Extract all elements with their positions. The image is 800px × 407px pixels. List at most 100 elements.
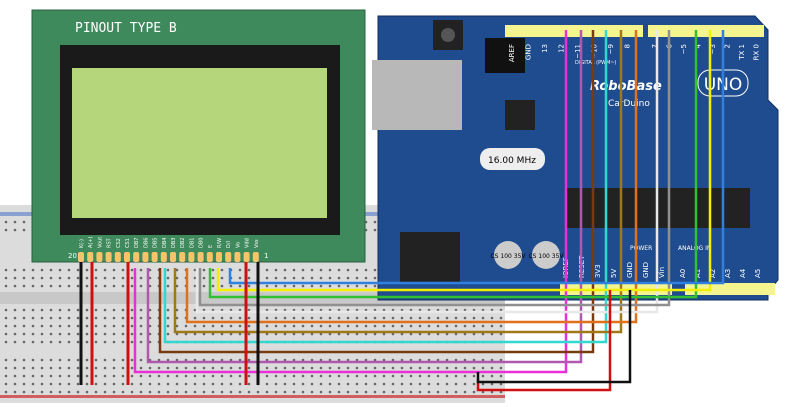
- analog-header: [685, 283, 775, 295]
- svg-text:CS 100 35V: CS 100 35V: [490, 253, 526, 260]
- lcd-pin: [96, 252, 103, 262]
- capacitor: [532, 241, 560, 269]
- svg-text:POWER: POWER: [630, 245, 652, 252]
- svg-text:ANALOG IN: ANALOG IN: [678, 245, 711, 252]
- wires: [79, 30, 725, 392]
- arduino-pin-label: ~10: [591, 44, 599, 59]
- lcd-pin: [188, 252, 195, 262]
- lcd-pin-label: D/I: [226, 241, 232, 248]
- lcd-title: PINOUT TYPE B: [75, 21, 177, 36]
- lcd-pin: [151, 252, 158, 262]
- lcd-pin: [216, 252, 222, 262]
- lcd-pin-label: Vdd: [245, 238, 251, 248]
- usb-port: [372, 60, 462, 130]
- lcd-pin-label: DB1: [189, 238, 195, 248]
- lcd-pin: [78, 252, 84, 262]
- lcd-screen: [72, 68, 327, 218]
- lcd-pin-label: Vout: [97, 237, 103, 248]
- arduino-pin-label: ~11: [574, 44, 582, 59]
- lcd-pin-label: K(-): [79, 239, 85, 248]
- arduino-pin-label: 3V3: [594, 264, 602, 278]
- arduino-pin-label: Vin: [658, 267, 666, 278]
- crystal-label: 16.00 MHz: [488, 156, 536, 166]
- lcd-pin: [170, 252, 176, 262]
- wire: [195, 30, 659, 314]
- reset-button: [441, 28, 455, 42]
- digital-header-left: [505, 25, 643, 37]
- lcd-pin-label: R/W: [217, 238, 223, 248]
- arduino-pin-label: 8: [624, 44, 632, 48]
- lcd-pin: [197, 252, 204, 262]
- wire: [198, 30, 671, 307]
- arduino-pin-label: 5V: [610, 269, 618, 278]
- arduino-pin-label: A1: [694, 269, 702, 278]
- lcd-pin: [114, 252, 121, 262]
- lcd-pin-label: DB6: [143, 238, 149, 248]
- arduino-pin-label: 7: [651, 44, 659, 48]
- arduino-pin-label: A0: [679, 269, 687, 278]
- wire: [163, 30, 608, 344]
- wire: [158, 30, 595, 354]
- lcd-pin: [160, 252, 167, 262]
- wire: [216, 30, 712, 292]
- lcd-pin-label: DB0: [199, 238, 205, 248]
- arduino-pin-label: 2: [724, 44, 732, 48]
- lcd-pin: [243, 252, 250, 262]
- lcd-pin: [252, 252, 259, 262]
- wire: [228, 30, 725, 285]
- lcd-pin: [87, 252, 94, 262]
- lcd-pin-label: DB3: [171, 238, 177, 248]
- power-jack: [400, 232, 460, 282]
- wire: [185, 30, 638, 324]
- lcd-pin-label: DB5: [153, 238, 159, 248]
- svg-text:DIGITAL (PWM~): DIGITAL (PWM~): [575, 60, 617, 66]
- capacitor: [494, 241, 522, 269]
- arduino-pin-label: A2: [709, 269, 717, 278]
- arduino-board: 16.00 MHz CS 100 35V CS 100 35V RoboBase…: [372, 15, 779, 301]
- arduino-pin-label: TX 1: [738, 44, 746, 61]
- arduino-pin-label: GND: [626, 262, 634, 278]
- arduino-pin-label: GND: [642, 262, 650, 278]
- lcd-pin: [142, 252, 149, 262]
- wire: [476, 290, 632, 384]
- lcd-pin: [133, 252, 140, 262]
- arduino-pin-label: GND: [525, 44, 533, 60]
- svg-text:1: 1: [264, 252, 268, 260]
- arduino-pin-label: RX 0: [753, 44, 761, 60]
- lcd-pin: [124, 252, 130, 262]
- lcd-pin-label: E: [208, 245, 214, 248]
- lcd-pin-label: A(+): [88, 236, 94, 248]
- arduino-pin-label: ~9: [607, 44, 615, 54]
- lcd-pin-label: Vo: [235, 242, 241, 248]
- svg-text:CS 100 35V: CS 100 35V: [528, 253, 564, 260]
- lcd-pin-label: CS1: [125, 238, 131, 248]
- wire: [208, 30, 698, 299]
- lcd-pin-label: DB2: [180, 238, 186, 248]
- lcd-pin: [206, 252, 213, 262]
- digital-header-right: [648, 25, 764, 37]
- arduino-pin-label: AREF: [508, 44, 516, 62]
- lcd-pin-label: CS2: [116, 238, 122, 248]
- lcd-pin: [225, 252, 232, 262]
- arduino-pin-label: 12: [558, 44, 566, 53]
- arduino-pin-label: A3: [724, 269, 732, 278]
- crystal: [480, 148, 545, 170]
- brand-logo: RoboBase: [590, 79, 662, 94]
- model-label: CarDuino: [608, 99, 650, 109]
- svg-text:20: 20: [68, 252, 77, 260]
- lcd-pin-label: DB4: [162, 238, 168, 248]
- lcd-pin: [105, 252, 112, 262]
- arduino-pin-label: 13: [541, 44, 549, 53]
- arduino-pin-label: A5: [754, 269, 762, 278]
- wire: [133, 30, 568, 374]
- wire: [173, 30, 623, 334]
- arduino-pin-label: A4: [739, 268, 747, 278]
- lcd-pin-label: DB7: [134, 238, 140, 248]
- wire: [146, 30, 583, 364]
- wire: [476, 290, 612, 392]
- lcd-pin: [179, 252, 186, 262]
- arduino-pin-label: ~3: [709, 44, 717, 54]
- lcd-pin-label: Vss: [254, 239, 260, 248]
